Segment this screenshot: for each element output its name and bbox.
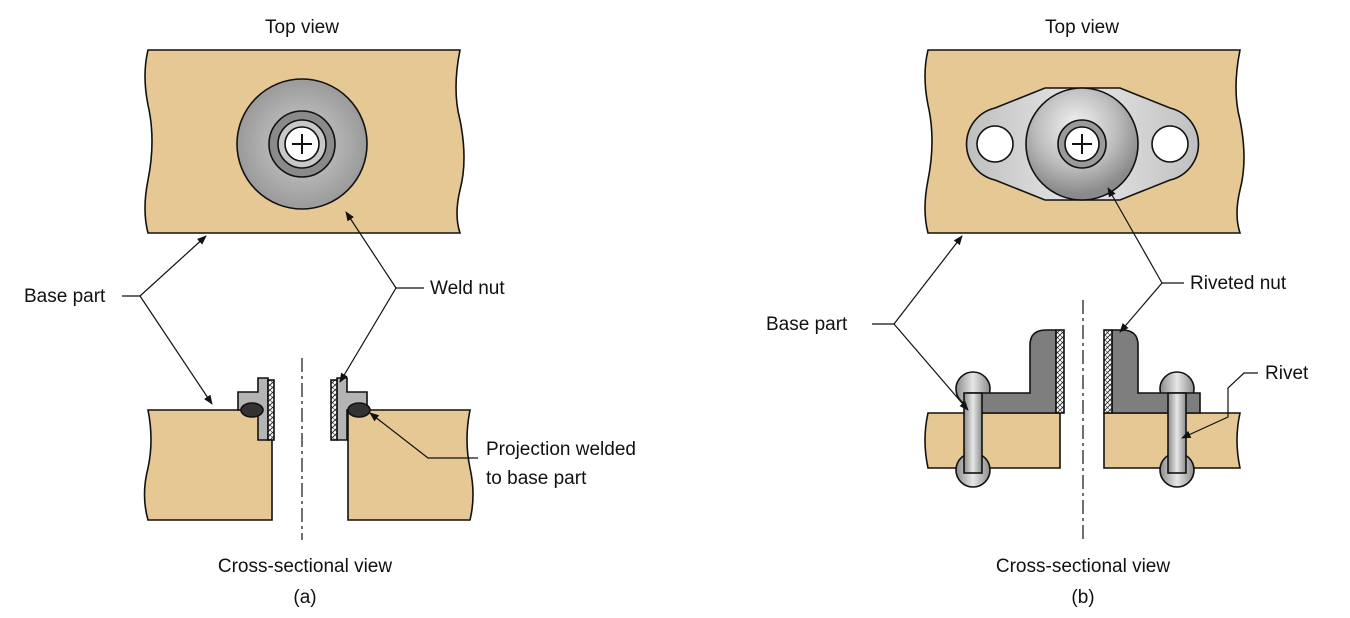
projection-label-line2: to base part — [486, 468, 587, 489]
top-view-label-a: Top view — [265, 17, 339, 38]
base-part-label-b: Base part — [766, 314, 848, 335]
rivet-label: Rivet — [1265, 363, 1309, 384]
weld-nut-section-left — [237, 377, 275, 441]
riveted-nut-section-left — [955, 329, 1065, 488]
base-part-section-left-b — [924, 412, 1061, 469]
riveted-nut-label: Riveted nut — [1190, 273, 1287, 294]
projection-label-line1: Projection welded — [486, 439, 636, 460]
caption-a: (a) — [293, 587, 316, 608]
section-label-a: Cross-sectional view — [218, 556, 392, 577]
top-view-label-b: Top view — [1045, 17, 1119, 38]
caption-b: (b) — [1071, 587, 1094, 608]
weld-nut-section-right — [330, 377, 371, 441]
weld-nut-label: Weld nut — [430, 278, 505, 299]
weld-nut-top-view — [236, 78, 368, 210]
base-part-label-a: Base part — [24, 286, 106, 307]
base-part-section-right-a — [347, 409, 474, 521]
base-part-section-left-a — [143, 409, 273, 521]
panel-b: Top view — [766, 17, 1309, 608]
section-label-b: Cross-sectional view — [996, 556, 1170, 577]
riveted-nut-top-view — [965, 87, 1200, 201]
riveted-nut-section-right — [1103, 329, 1201, 488]
panel-a: Top view Base part — [24, 17, 636, 608]
